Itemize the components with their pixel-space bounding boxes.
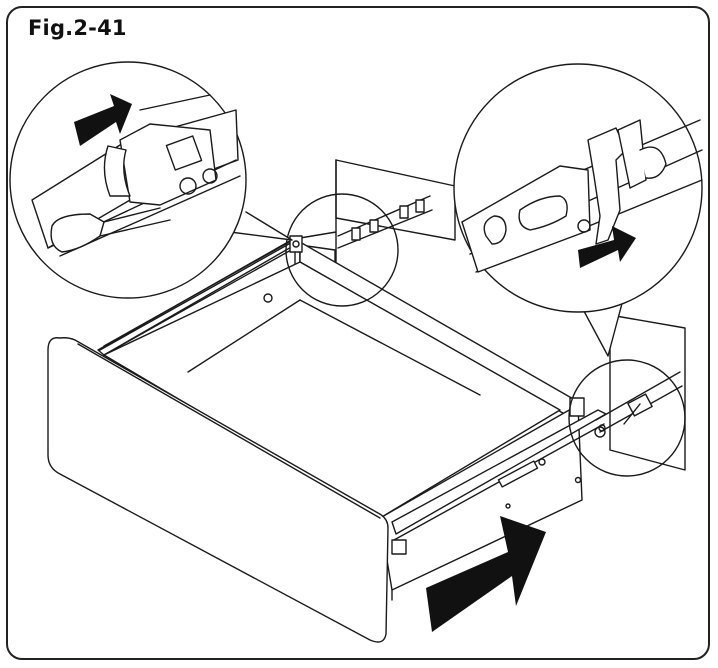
right-callout-arrow: [578, 226, 636, 268]
figure-label: Fig.2-41: [28, 16, 127, 40]
left-detail-callout: [9, 61, 293, 299]
cabinet-rail-detail-left: [337, 195, 433, 249]
right-slide-rail: [391, 397, 607, 555]
cabinet-rail-detail-right: [594, 371, 683, 438]
left-slide-rail: [99, 235, 303, 351]
cabinet-side-panel-left: [335, 159, 456, 241]
left-callout-arrow: [74, 94, 132, 146]
main-push-arrow: [426, 516, 546, 632]
right-detail-callout: [453, 63, 703, 357]
drawer-front-panel: [47, 337, 389, 643]
cabinet-side-panel-right: [609, 314, 686, 471]
left-zoom-indicator: [285, 193, 399, 307]
right-zoom-indicator: [568, 359, 686, 477]
